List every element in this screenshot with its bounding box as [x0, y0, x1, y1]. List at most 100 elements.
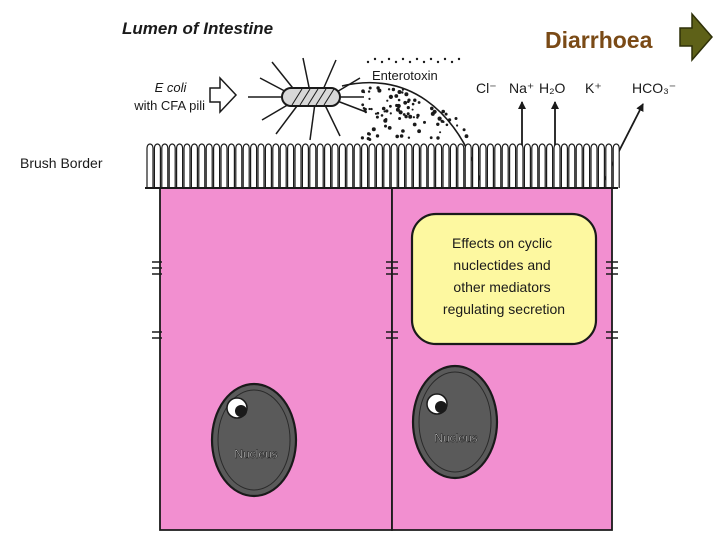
toxin-particle	[387, 57, 391, 61]
toxin-particle	[436, 136, 440, 140]
microvillus	[250, 143, 258, 188]
ion-cl-label: Cl⁻	[476, 80, 497, 96]
toxin-particle	[443, 57, 447, 61]
microvillus	[153, 143, 161, 188]
microvillus	[235, 143, 243, 188]
toxin-particle	[388, 94, 393, 99]
microvillus	[301, 143, 309, 188]
toxin-particle	[364, 110, 367, 114]
cell-junctions	[152, 261, 618, 339]
diarrhoea-label: Diarrhoea	[545, 27, 653, 53]
toxin-particle	[395, 107, 400, 112]
microvillus	[309, 143, 317, 188]
microvillus	[213, 143, 221, 188]
microvillus	[449, 143, 457, 188]
toxin-particle	[389, 104, 392, 108]
toxin-particle	[389, 112, 392, 115]
toxin-particle	[374, 112, 378, 115]
microvillus	[338, 143, 346, 188]
toxin-particle	[360, 136, 364, 140]
microvillus	[516, 143, 524, 188]
microvillus	[560, 143, 568, 188]
ecoli-bacterium-icon	[248, 57, 367, 141]
toxin-particle	[454, 117, 458, 120]
microvillus	[405, 143, 413, 188]
microvillus	[412, 143, 420, 188]
toxin-particle	[366, 137, 370, 141]
toxin-particle	[415, 57, 419, 61]
toxin-particle	[436, 60, 440, 64]
toxin-particle	[440, 119, 444, 123]
toxin-particle	[422, 60, 426, 64]
microvillus	[575, 143, 583, 188]
toxin-particle	[417, 129, 421, 134]
effects-line-1: Effects on cyclic	[452, 235, 552, 251]
toxin-particle	[404, 92, 409, 97]
microvillus	[457, 143, 465, 188]
microvillus	[605, 143, 613, 188]
toxin-particle	[396, 103, 401, 109]
enterotoxin-label: Enterotoxin	[372, 68, 438, 83]
toxin-particle	[408, 60, 412, 64]
toxin-particle	[403, 100, 408, 105]
toxin-particle	[416, 113, 420, 118]
toxin-particle	[401, 129, 405, 133]
toxin-particle	[367, 90, 371, 93]
toxin-particle	[408, 114, 413, 119]
microvillus	[442, 143, 450, 188]
toxin-particle	[391, 87, 396, 92]
microvillus	[494, 143, 502, 188]
toxin-particle	[397, 90, 402, 94]
toxin-particle	[432, 109, 437, 114]
toxin-particle	[412, 116, 415, 119]
hollow-arrow-icon	[209, 76, 238, 114]
microvillus	[523, 143, 531, 188]
microvillus	[242, 143, 250, 188]
microvillus	[472, 143, 480, 188]
toxin-particle	[361, 103, 365, 107]
microvillus	[501, 143, 509, 188]
ion-h2o-label: H₂O	[539, 80, 566, 96]
toxin-particle	[387, 126, 392, 130]
toxin-particle	[375, 134, 380, 138]
brush-border-microvilli	[146, 143, 620, 188]
microvillus	[264, 143, 272, 188]
toxin-particle	[464, 134, 469, 139]
toxin-particle	[384, 124, 387, 128]
toxin-particle	[394, 60, 398, 64]
toxin-particle	[368, 97, 371, 100]
microvillus	[198, 143, 206, 188]
toxin-particle	[430, 106, 434, 111]
toxin-particle	[376, 111, 380, 115]
toxin-particle	[436, 122, 440, 127]
microvillus	[331, 143, 339, 188]
toxin-particle	[412, 122, 417, 127]
microvillus	[568, 143, 576, 188]
toxin-particle	[399, 134, 404, 138]
effects-text: Effects on cyclic nuclectides and other …	[443, 235, 565, 317]
toxin-particle	[439, 131, 442, 134]
microvillus	[435, 143, 443, 188]
toxin-particle	[416, 116, 419, 119]
enterotoxin-particles	[360, 57, 469, 141]
toxin-particle	[402, 113, 406, 116]
toxin-particle	[450, 60, 454, 64]
microvillus	[368, 143, 376, 188]
toxin-particle	[456, 124, 459, 127]
toxin-particle	[404, 114, 408, 119]
toxin-particle	[397, 98, 401, 102]
microvillus	[590, 143, 598, 188]
microvillus	[479, 143, 487, 188]
toxin-particle	[437, 116, 442, 121]
microvillus	[287, 143, 295, 188]
toxin-particle	[376, 86, 380, 90]
microvillus	[597, 143, 605, 188]
microvillus	[531, 143, 539, 188]
microvillus	[316, 143, 324, 188]
toxin-particle	[368, 132, 371, 136]
nucleus-right-icon: Nucleus	[411, 364, 499, 480]
toxin-particle	[380, 114, 384, 117]
toxin-particle	[371, 127, 376, 132]
toxin-particle	[429, 57, 433, 61]
